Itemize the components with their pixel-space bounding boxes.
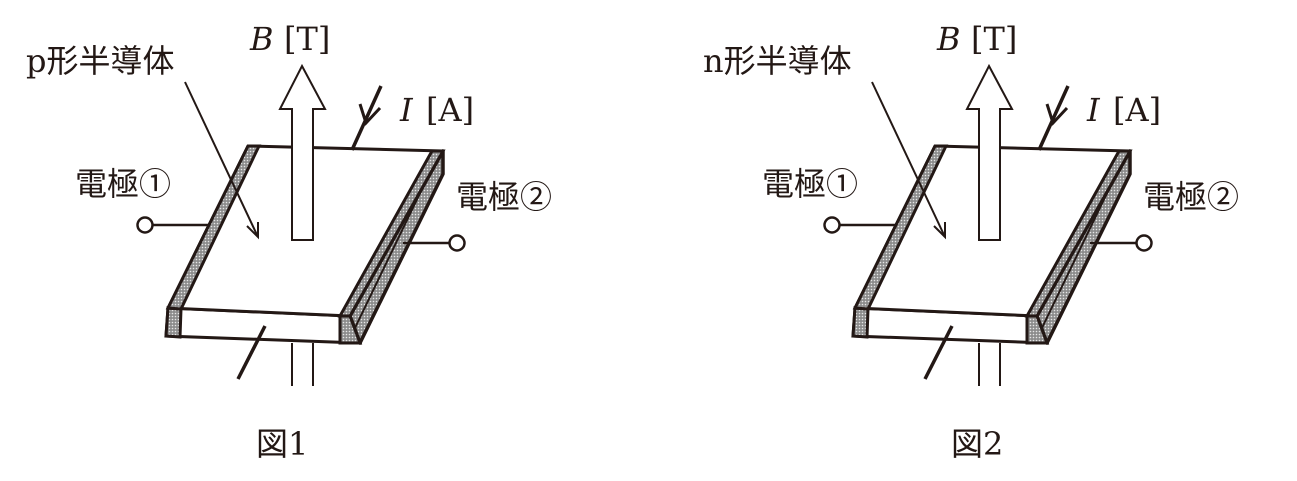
current-unit: [A] bbox=[1113, 91, 1161, 129]
current-label: I bbox=[1086, 91, 1101, 129]
electrode-2-label: 電極② bbox=[1143, 178, 1239, 216]
figure-caption: 図1 bbox=[256, 425, 308, 463]
electrode-1-label: 電極① bbox=[762, 165, 858, 203]
electrode-2-label: 電極② bbox=[456, 178, 552, 216]
field-label: B bbox=[936, 20, 961, 58]
p-type-semiconductor-device bbox=[135, 64, 467, 388]
field-unit: [T] bbox=[284, 20, 330, 58]
current-unit: [A] bbox=[426, 91, 474, 129]
semiconductor-label: p形半導体 bbox=[26, 42, 175, 80]
current-label: I bbox=[399, 91, 414, 129]
field-unit: [T] bbox=[971, 20, 1017, 58]
electrode-1-label: 電極① bbox=[75, 165, 171, 203]
n-type-semiconductor-device bbox=[822, 64, 1154, 388]
semiconductor-label: n形半導体 bbox=[703, 42, 852, 80]
figure-caption: 図2 bbox=[951, 425, 1003, 463]
figure-1: p形半導体 B [T] I [A] 電極① 電極② 図1 bbox=[26, 20, 552, 463]
field-label: B bbox=[249, 20, 274, 58]
figure-2: n形半導体 B [T] I [A] 電極① 電極② 図2 bbox=[703, 20, 1239, 463]
